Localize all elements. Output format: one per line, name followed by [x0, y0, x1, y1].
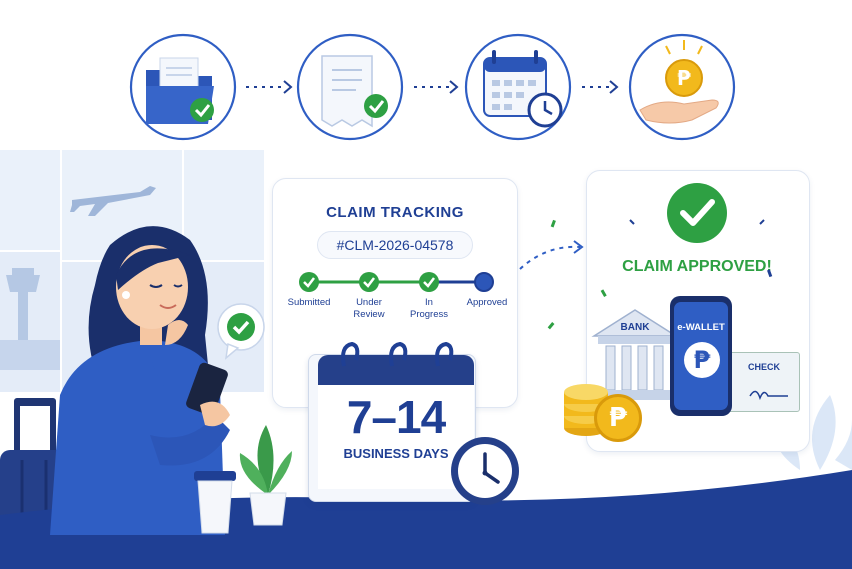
document-check-icon — [321, 55, 388, 128]
coffee-cup-icon — [194, 471, 236, 534]
ewallet-label: e-WALLET — [677, 322, 725, 333]
clock-icon — [451, 437, 519, 505]
phone-icon — [186, 362, 228, 416]
claim-id-text: #CLM-2026-04578 — [336, 237, 454, 253]
approved-check-icon — [629, 183, 765, 243]
step-label-under-review: Under Review — [353, 297, 385, 320]
check-label: CHECK — [748, 362, 781, 372]
approval-bubble-icon — [217, 303, 265, 360]
step-done-icon — [419, 272, 439, 292]
svg-text:₱: ₱ — [677, 66, 691, 90]
bank-icon — [591, 309, 679, 400]
earring — [122, 291, 130, 299]
process-flow: ₱ — [129, 33, 736, 141]
step-done-icon — [359, 272, 379, 292]
ewallet-peso-icon: ₱ — [684, 342, 720, 378]
calendar-unit: BUSINESS DAYS — [343, 446, 449, 461]
calendar-days: 7–14 — [346, 391, 446, 443]
airplane-icon — [70, 186, 156, 216]
claim-tracking-card: CLAIM TRACKING #CLM-2026-04578 Submitted… — [272, 178, 518, 408]
peso-coin-icon: ₱ — [594, 394, 642, 442]
claim-approved-title: CLAIM APPROVED! — [622, 258, 772, 275]
step-label-submitted: Submitted — [287, 297, 331, 308]
step-current-icon — [474, 272, 494, 292]
calendar-body — [318, 385, 474, 489]
flow-arrow — [414, 80, 459, 94]
claim-tracking-title: CLAIM TRACKING — [326, 204, 464, 221]
process-step-review — [296, 33, 404, 141]
check-signature-icon — [749, 390, 788, 401]
confetti-decoration — [547, 219, 773, 330]
step-label-approved: Approved — [466, 297, 508, 308]
desk-surface — [0, 470, 852, 569]
claim-id-badge: #CLM-2026-04578 — [317, 231, 473, 259]
step-label-in-progress: In Progress — [409, 297, 448, 320]
approval-arrow — [519, 240, 584, 270]
desk-items — [194, 425, 292, 534]
progress-track — [299, 272, 494, 292]
flow-arrow — [246, 80, 293, 94]
plant-icon — [239, 425, 292, 526]
process-step-payout: ₱ — [628, 33, 736, 141]
step-done-icon — [299, 272, 319, 292]
process-step-submit — [129, 33, 237, 141]
flow-arrow — [582, 80, 619, 94]
folder-check-icon — [146, 57, 214, 124]
calendar-clock-icon — [483, 50, 563, 128]
check-card — [726, 352, 800, 412]
coin-hand-icon: ₱ — [639, 40, 719, 124]
process-step-processing — [464, 33, 572, 141]
bank-label: BANK — [620, 322, 650, 333]
woman-illustration — [50, 226, 230, 535]
control-tower-icon — [0, 268, 60, 370]
calendar-rings — [341, 341, 454, 367]
